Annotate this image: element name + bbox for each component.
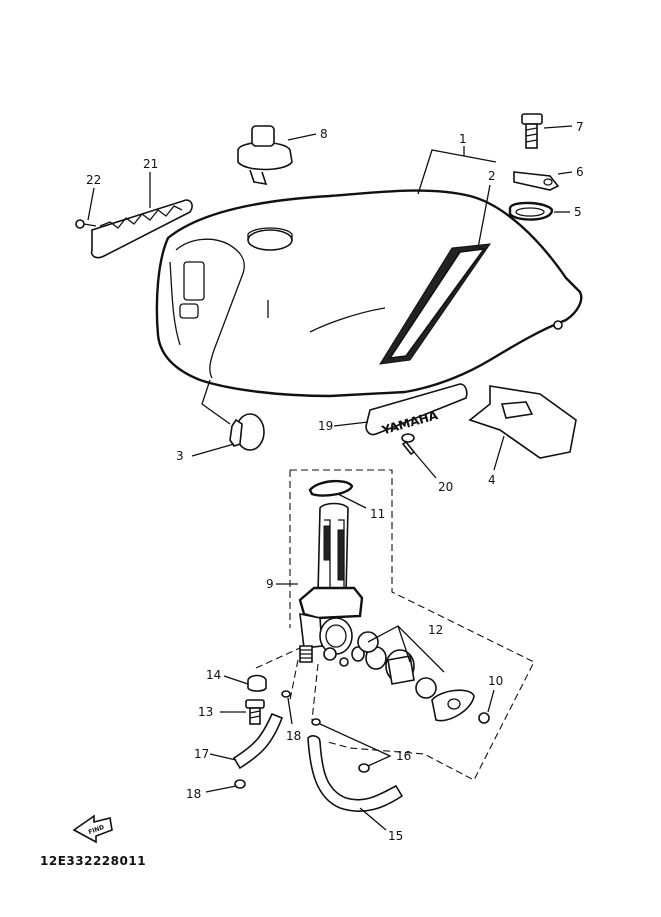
hose-17 [232, 712, 284, 770]
fuel-cap [237, 125, 293, 186]
cap-14 [247, 674, 267, 692]
part-label-7: 7 [576, 120, 584, 134]
part-label-1: 1 [459, 132, 467, 146]
part-label-18a: 18 [286, 729, 301, 743]
part-label-4: 4 [488, 473, 496, 487]
lever-set-12 [385, 649, 437, 699]
bolt-7 [521, 113, 543, 149]
hose-15 [307, 735, 404, 812]
part-label-10: 10 [488, 674, 503, 688]
fuel-cock-9 [298, 502, 364, 663]
part-label-20: 20 [438, 480, 453, 494]
part-label-21: 21 [143, 157, 158, 171]
screw-20 [401, 433, 416, 456]
bolt-13 [245, 699, 265, 725]
find-arrow-icon: FIND [72, 814, 113, 844]
washers [323, 631, 387, 670]
part-label-16: 16 [396, 749, 411, 763]
part-label-8: 8 [320, 127, 328, 141]
side-cover-4 [468, 385, 577, 459]
clip-16b [358, 763, 370, 773]
o-ring-11 [308, 479, 354, 497]
part-label-13: 13 [198, 705, 213, 719]
drawing-code: 12E332228011 [40, 854, 146, 868]
part-label-19: 19 [318, 419, 333, 433]
part-label-14: 14 [206, 668, 221, 682]
part-label-3: 3 [176, 449, 184, 463]
part-label-11: 11 [370, 507, 385, 521]
part-label-5: 5 [574, 205, 582, 219]
plate-10 [431, 689, 490, 724]
part-label-15: 15 [388, 829, 403, 843]
part-label-18b: 18 [186, 787, 201, 801]
grommet-3 [229, 413, 265, 451]
part-label-12: 12 [428, 623, 443, 637]
screw-22 [75, 219, 97, 229]
fuel-tank [155, 189, 583, 398]
part-label-6: 6 [576, 165, 584, 179]
clip-18b [234, 779, 246, 789]
part-label-2: 2 [488, 169, 496, 183]
knee-pad-21 [90, 199, 193, 259]
part-label-9: 9 [266, 577, 274, 591]
clip-18a [281, 690, 291, 698]
clip-16a [311, 718, 321, 726]
part-label-17: 17 [194, 747, 209, 761]
part-label-22: 22 [86, 173, 101, 187]
